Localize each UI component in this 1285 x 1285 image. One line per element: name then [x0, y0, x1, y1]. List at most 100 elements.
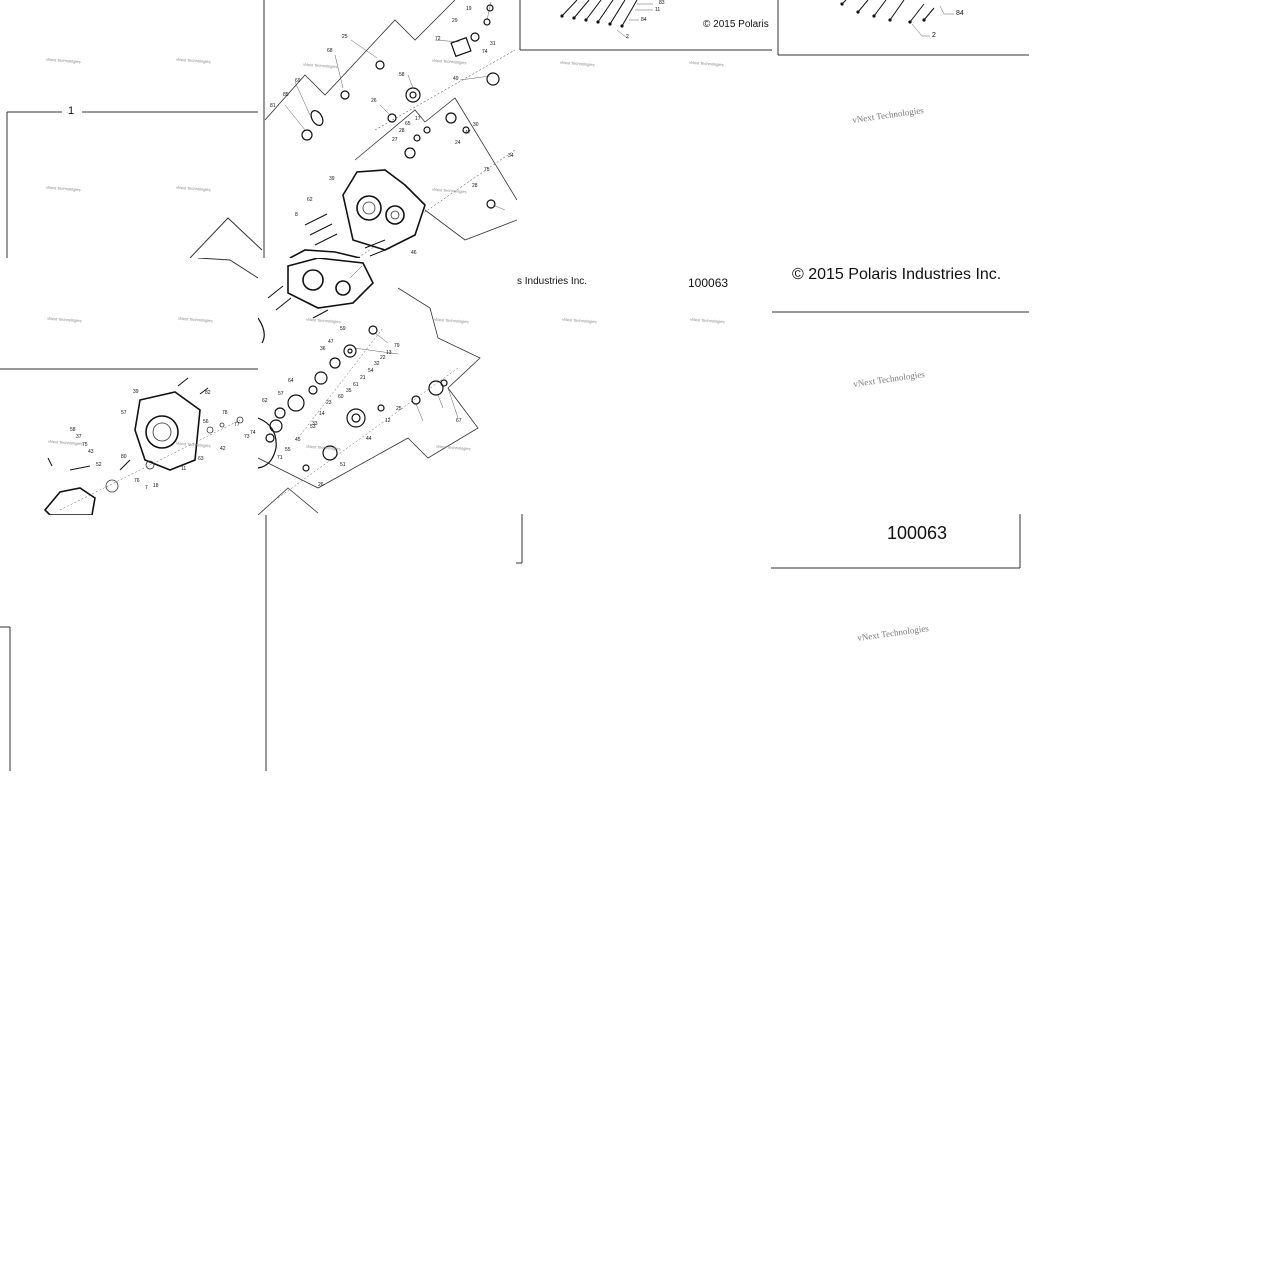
callout-label: 23	[326, 400, 332, 406]
sheet-frame-lines	[771, 514, 1021, 569]
callout-label: 25	[342, 34, 348, 40]
sheet-frame-lines	[772, 0, 1029, 313]
callout-label: 46	[411, 250, 417, 256]
callout-label: 18	[153, 483, 159, 489]
callout-label: 13	[386, 350, 392, 356]
callout-label: 67	[456, 418, 462, 424]
sheet-frame-lines	[516, 515, 523, 564]
exploded-view-left	[43, 377, 244, 515]
callout-label: 26	[318, 482, 324, 488]
callout-label: 35	[346, 388, 352, 394]
callout-label: 26	[371, 98, 377, 104]
callout-label: 21	[360, 375, 366, 381]
callout-label: 57	[278, 391, 284, 397]
callout-label: 84	[956, 10, 964, 17]
callout-label: 45	[295, 437, 301, 443]
callout-label: 7	[145, 485, 148, 491]
callout-label: 47	[328, 339, 334, 345]
tile-exploded-left: 39 82 57 56 78 42 74 77 73 58 37 75 43 5…	[0, 370, 258, 515]
callout-label: 12	[385, 418, 391, 424]
tile-strip-center	[516, 515, 526, 565]
callout-label: 39	[133, 389, 139, 395]
callout-label: 39	[329, 176, 335, 182]
callout-label: 28	[472, 183, 478, 189]
callout-label: 62	[307, 197, 313, 203]
callout-label: 30	[473, 122, 479, 128]
callout-label: 77	[234, 422, 240, 428]
callout-label: 52	[96, 462, 102, 468]
callout-label: 69	[295, 78, 301, 84]
callout-label: 43	[88, 449, 94, 455]
callout-label: 11	[655, 7, 661, 13]
callout-label: 58	[70, 427, 76, 433]
callout-label: 75	[484, 167, 490, 173]
callout-label: 17	[415, 116, 421, 122]
callout-label: 68	[327, 48, 333, 54]
callout-label: 24	[455, 140, 461, 146]
callout-label: 44	[366, 436, 372, 442]
callout-label: 83	[659, 0, 665, 6]
callout-label: 11	[181, 466, 187, 472]
tile-center-right: vNext Technologies vNext Technologies	[516, 308, 771, 566]
exploded-view-lower	[258, 258, 481, 515]
callout-label: 63	[198, 456, 204, 462]
group-label: 1	[68, 105, 75, 117]
callout-label: 51	[340, 462, 346, 468]
tile-right-lower: vNext Technologies 100063	[771, 314, 1029, 570]
callout-label: 49	[453, 76, 459, 82]
callout-label: 27	[392, 137, 398, 143]
callout-label: 22	[380, 355, 386, 361]
callout-label: 29	[452, 18, 458, 24]
callout-label: 76	[134, 478, 140, 484]
tile-top-middle-right: 83 11 84 2 © 2015 Polaris s Industries I…	[517, 0, 772, 305]
callout-label: 78	[222, 410, 228, 416]
callout-label: 60	[338, 394, 344, 400]
exploded-view-upper	[265, 0, 517, 258]
callout-label: 74	[250, 430, 256, 436]
copyright-text: s Industries Inc.	[517, 276, 588, 287]
callout-label: 71	[277, 455, 283, 461]
callout-label: 85	[283, 92, 289, 98]
callout-label: 42	[220, 446, 226, 452]
callout-label: 65	[405, 121, 411, 127]
diagram-number: 100063	[688, 276, 729, 290]
callout-label: 73	[244, 434, 250, 440]
callout-label: 56	[203, 419, 209, 425]
callout-label: 84	[641, 17, 647, 23]
sheet-frame-lines	[0, 258, 258, 370]
tile-bottom-right: vNext Technologies	[771, 570, 1029, 690]
sheet-frame-lines	[519, 0, 772, 51]
callout-label: 2	[626, 34, 629, 40]
sheet-frame-lines	[516, 514, 523, 565]
callout-label: 72	[435, 36, 441, 42]
callout-label: 31	[490, 41, 496, 47]
watermark-large: vNext Technologies	[856, 623, 930, 643]
callout-label: 19	[466, 6, 472, 12]
callout-label: 55	[285, 447, 291, 453]
callout-label: 82	[205, 390, 211, 396]
tile-exploded-lower: 59 47 36 64 57 62 79 13 22 32 54 21 61 3…	[258, 258, 516, 515]
callout-label: 62	[262, 398, 268, 404]
callout-label: 59	[340, 326, 346, 332]
callout-label: 25	[396, 406, 402, 412]
callout-label: 36	[320, 346, 326, 352]
callout-label: 81	[270, 103, 276, 109]
tile-exploded-upper: 25 68 69 81 85 58 26 29 19 72 49 74 31 1…	[265, 0, 517, 258]
callout-label: 80	[121, 454, 127, 460]
callout-label: 53	[310, 424, 316, 430]
callout-label: 64	[288, 378, 294, 384]
callout-label: 74	[482, 49, 488, 55]
tile-top-left: 1 vNext Technologies vNext Technologies …	[0, 0, 265, 258]
callout-label: 75	[82, 442, 88, 448]
callout-label: 47	[465, 130, 471, 136]
callout-label: 32	[374, 361, 380, 367]
tile-top-right: 84 2 vNext Technologies © 2015 Polaris I…	[772, 0, 1029, 314]
callout-label: 58	[399, 72, 405, 78]
callout-label: 2	[932, 32, 936, 39]
tile-middle-left: vNext Technologies vNext Technologies	[0, 258, 258, 370]
callout-label: 37	[76, 434, 82, 440]
tile-bottom-left	[0, 515, 270, 773]
copyright-text: © 2015 Polaris	[703, 19, 769, 30]
callout-label: 57	[121, 410, 127, 416]
sheet-frame-lines	[0, 515, 267, 771]
